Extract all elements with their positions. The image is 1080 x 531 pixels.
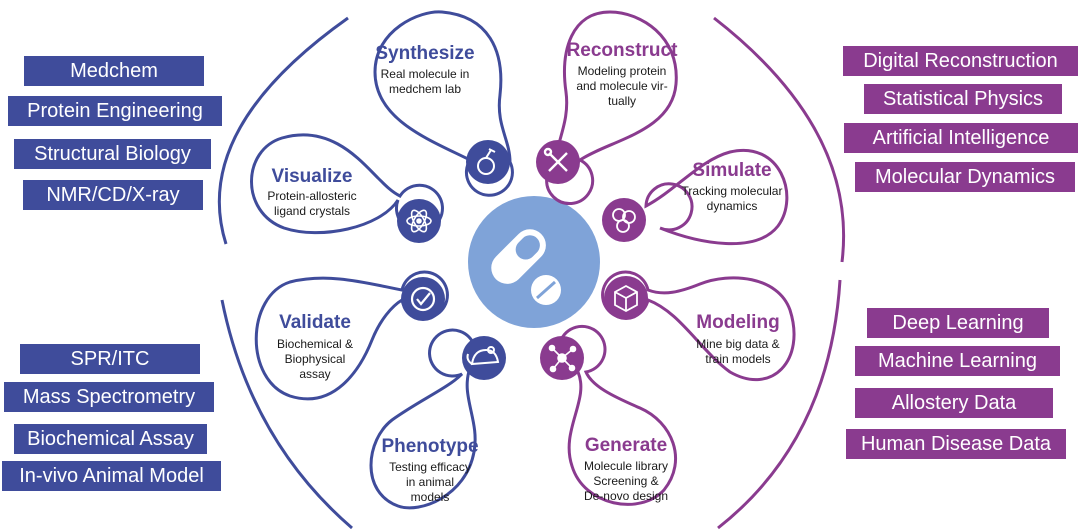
simulate-desc-line-2: dynamics	[707, 199, 758, 213]
pill-capsule-icon	[468, 196, 600, 328]
generate-desc-line-1: Molecule library	[584, 459, 668, 473]
stage-generate	[540, 324, 677, 506]
stage-phenotype	[369, 328, 506, 510]
reconstruct-desc-line-1: Modeling protein	[578, 64, 667, 78]
left-label-protein-engineering: Protein Engineering	[8, 96, 222, 126]
simulate-desc-line-1: Tracking molecular	[682, 184, 783, 198]
synthesize-desc-line-1: Real molecule in	[381, 67, 470, 81]
left-label-in-vivo-animal-model: In-vivo Animal Model	[2, 461, 221, 491]
right-label-deep-learning: Deep Learning	[867, 308, 1049, 338]
modeling-desc-line-2: train models	[705, 352, 770, 366]
validate-desc-line-2: Biophysical	[285, 352, 346, 366]
synthesize-title: Synthesize	[375, 43, 474, 64]
phenotype-desc-line-2: in animal	[406, 475, 454, 489]
right-label-molecular-dynamics: Molecular Dynamics	[855, 162, 1075, 192]
right-label-digital-reconstruction: Digital Reconstruction	[843, 46, 1078, 76]
left-label-nmr-cd-xray: NMR/CD/X-ray	[23, 180, 203, 210]
stage-visualize	[250, 133, 444, 243]
validate-desc-line-1: Biochemical &	[277, 337, 353, 351]
stage-simulate	[602, 148, 789, 246]
phenotype-desc-line-1: Testing efficacy	[389, 460, 471, 474]
flask-icon	[477, 148, 496, 175]
reconstruct-desc-line-2: and molecule vir-	[576, 79, 667, 93]
atom-icon	[406, 209, 432, 233]
simulate-title: Simulate	[692, 160, 771, 181]
synthesize-desc-line-2: medchem lab	[389, 82, 461, 96]
phenotype-title: Phenotype	[381, 436, 478, 457]
left-label-biochemical-assay: Biochemical Assay	[14, 424, 207, 454]
modeling-desc-line-1: Mine big data &	[696, 337, 779, 351]
right-label-machine-learning: Machine Learning	[855, 346, 1060, 376]
reconstruct-desc-line-3: tually	[608, 94, 636, 108]
generate-desc-line-3: De-novo design	[584, 489, 668, 503]
stage-reconstruct	[536, 10, 678, 205]
modeling-title: Modeling	[696, 312, 779, 333]
circles-icon	[612, 208, 636, 233]
left-label-medchem: Medchem	[24, 56, 204, 86]
right-label-allostery-data: Allostery Data	[855, 388, 1053, 418]
right-label-human-disease-data: Human Disease Data	[846, 429, 1066, 459]
left-label-mass-spectrometry: Mass Spectrometry	[4, 382, 214, 412]
cube-icon	[614, 284, 638, 313]
tools-icon	[543, 147, 568, 172]
left-label-spr-itc: SPR/ITC	[20, 344, 200, 374]
phenotype-desc-line-3: models	[411, 490, 450, 504]
outer-arc-top-right	[713, 16, 846, 263]
generate-desc-line-2: Screening &	[593, 474, 658, 488]
mouse-icon	[466, 346, 500, 366]
reconstruct-title: Reconstruct	[567, 40, 679, 61]
network-icon	[548, 344, 577, 373]
validate-title: Validate	[279, 312, 351, 333]
right-label-artificial-intelligence: Artificial Intelligence	[844, 123, 1078, 153]
validate-desc-line-3: assay	[299, 367, 330, 381]
visualize-desc-line-1: Protein-allosteric	[267, 189, 356, 203]
stage-modeling	[601, 270, 796, 382]
visualize-title: Visualize	[272, 166, 353, 187]
visualize-desc-line-2: ligand crystals	[274, 204, 350, 218]
outer-arc-bottom-right	[717, 279, 842, 530]
left-label-structural-biology: Structural Biology	[14, 139, 211, 169]
check-circle-icon	[410, 286, 436, 312]
outer-arc-top-left	[217, 16, 349, 245]
right-label-statistical-physics: Statistical Physics	[864, 84, 1062, 114]
stage-synthesize	[373, 10, 514, 197]
stage-validate	[254, 270, 449, 401]
generate-title: Generate	[585, 435, 667, 456]
outer-arc-bottom-left	[220, 299, 353, 530]
